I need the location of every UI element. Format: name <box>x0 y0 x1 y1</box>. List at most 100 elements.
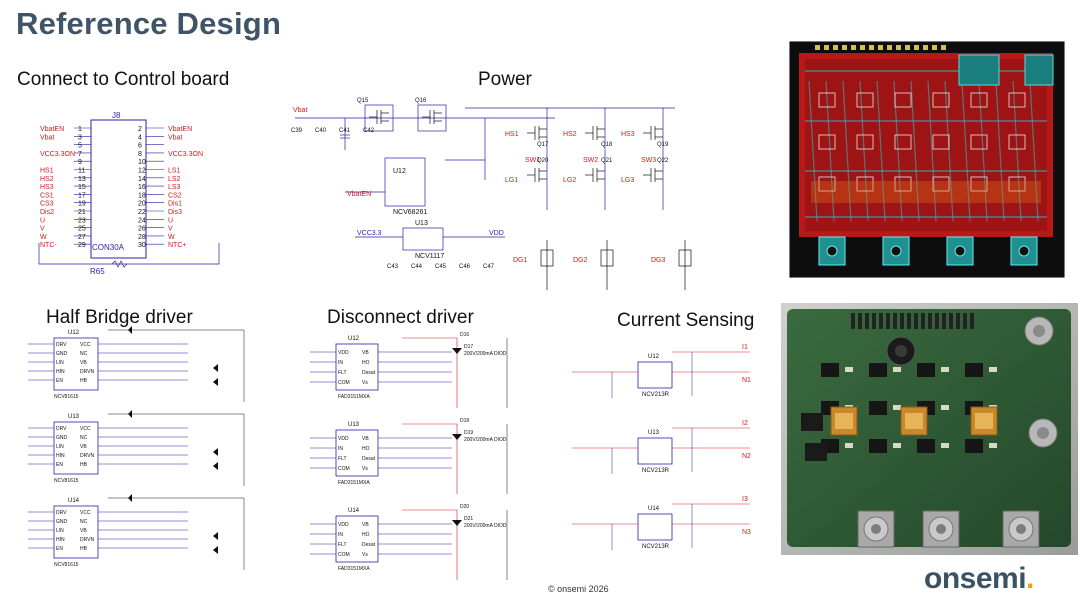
section-label-disconnect: Disconnect driver <box>327 307 474 328</box>
power-cap-ref: C47 <box>483 264 495 270</box>
hb-pin-label: VB <box>80 444 87 450</box>
connector-right-pin: 10 <box>138 159 146 166</box>
regulator-ref: U12 <box>393 168 406 175</box>
power-cap-ref: C40 <box>315 128 327 134</box>
power-mosfet-ref: Q16 <box>415 98 427 104</box>
connector-left-net: NTC- <box>40 242 57 249</box>
connector-left-net: HS1 <box>40 168 54 175</box>
hb-pin-label: GND <box>56 435 68 441</box>
hb-pin-label: HIN <box>56 537 65 543</box>
dc-diode-ref: D16 <box>460 332 469 338</box>
connector-part: CON30A <box>92 243 125 252</box>
cs-output-net: I2 <box>742 420 748 427</box>
dc-pin-label: IN <box>338 446 343 452</box>
regulator-part: NCV68261 <box>393 209 427 216</box>
logo-text: onsemi <box>924 562 1027 595</box>
cs-amp-ref: U14 <box>648 506 660 512</box>
page-title: Reference Design <box>16 6 282 41</box>
cs-output-net: I1 <box>742 344 748 351</box>
connector-left-pin: 15 <box>78 184 86 191</box>
connector-right-net: LS2 <box>168 176 181 183</box>
connector-right-pin: 30 <box>138 242 146 249</box>
dc-diode-ref: D19 <box>464 430 473 436</box>
dc-driver-part: FAD3151MXA <box>338 480 370 486</box>
hb-pin-label: VB <box>80 360 87 366</box>
dc-pin-label: IN <box>338 360 343 366</box>
hb-pin-label: NC <box>80 435 88 441</box>
connector-left-pin: 11 <box>78 168 85 175</box>
power-schematic: U12 NCV68261 U13 NCV1117 HS1SW1LG1HS2SW2… <box>291 98 692 290</box>
hb-pin-label: EN <box>56 546 63 552</box>
power-cap-ref: C44 <box>411 264 423 270</box>
current-schematic: U12NCV213RI1N1U13NCV213RI2N2U14NCV213RI3… <box>572 344 751 550</box>
dc-diode-ref: D20 <box>460 504 469 510</box>
power-mosfet-ref: Q18 <box>601 142 613 148</box>
connector-right-pin: 24 <box>138 217 146 224</box>
power-net-sw: SW2 <box>583 157 598 164</box>
dc-diode-note: 200V/200mA DIOD <box>464 523 507 529</box>
power-net-dg: DG1 <box>513 257 528 264</box>
hb-driver-part: NCV81615 <box>54 478 79 484</box>
connector-right-pin: 4 <box>138 134 142 141</box>
ldo-part: NCV1117 <box>415 253 444 260</box>
cs-node-net: N1 <box>742 377 751 384</box>
dc-driver-ref: U12 <box>348 336 360 342</box>
connector-left-net: HS3 <box>40 184 54 191</box>
dc-pin-label: Desat <box>362 542 376 548</box>
connector-left-net: VCC3.3ON <box>40 151 75 158</box>
connector-left-net: HS2 <box>40 176 54 183</box>
hb-pin-label: LIN <box>56 360 64 366</box>
dc-pin-label: IN <box>338 532 343 538</box>
connector-left-pin: 7 <box>78 151 82 158</box>
power-net-vbaten: VbatEN <box>347 191 371 198</box>
hb-driver-ref: U13 <box>68 414 80 420</box>
connector-left-net: CS3 <box>40 201 54 208</box>
connector-left-pin: 9 <box>78 159 82 166</box>
connector-left-pin: 13 <box>78 176 86 183</box>
dc-diode-ref: D17 <box>464 344 473 350</box>
dc-pin-label: Desat <box>362 370 376 376</box>
connector-left-net: Dis2 <box>40 209 54 216</box>
hb-pin-label: LIN <box>56 444 64 450</box>
board-photo <box>781 303 1078 555</box>
hb-pin-label: VB <box>80 528 87 534</box>
hb-pin-label: VCC <box>80 510 91 516</box>
section-label-power: Power <box>478 69 532 90</box>
dc-pin-label: Vs <box>362 380 368 386</box>
cs-amp-ref: U12 <box>648 354 660 360</box>
hb-pin-label: HB <box>80 546 88 552</box>
power-net-lg: LG3 <box>621 177 634 184</box>
connector-left-net: VbatEN <box>40 126 64 133</box>
hb-pin-label: EN <box>56 378 63 384</box>
hb-pin-label: GND <box>56 351 68 357</box>
cs-amp-ref: U13 <box>648 430 660 436</box>
connector-left-net: V <box>40 226 45 233</box>
connector-left-pin: 5 <box>78 143 82 150</box>
power-mosfet-ref: Q21 <box>601 158 613 164</box>
connector-right-pin: 28 <box>138 234 146 241</box>
connector-right-pin: 6 <box>138 143 142 150</box>
hb-pin-label: HIN <box>56 369 65 375</box>
power-mosfet-ref: Q17 <box>537 142 549 148</box>
copyright-text: © onsemi 2026 <box>548 584 609 594</box>
dc-diode-note: 200V/200mA DIOD <box>464 351 507 357</box>
dc-pin-label: VDD <box>338 436 349 442</box>
power-mosfet-ref: Q19 <box>657 142 669 148</box>
hb-pin-label: EN <box>56 462 63 468</box>
power-net-sw: SW3 <box>641 157 656 164</box>
connector-left-net: U <box>40 217 45 224</box>
connector-right-pin: 8 <box>138 151 142 158</box>
power-mosfet-ref: Q20 <box>537 158 549 164</box>
cs-node-net: N2 <box>742 453 751 460</box>
section-label-half-bridge: Half Bridge driver <box>46 307 193 328</box>
dc-pin-label: Vs <box>362 552 368 558</box>
connector-right-net: LS1 <box>168 168 181 175</box>
ldo-ref: U13 <box>415 220 428 227</box>
section-label-current: Current Sensing <box>617 310 755 331</box>
connector-right-net: VbatEN <box>168 126 192 133</box>
